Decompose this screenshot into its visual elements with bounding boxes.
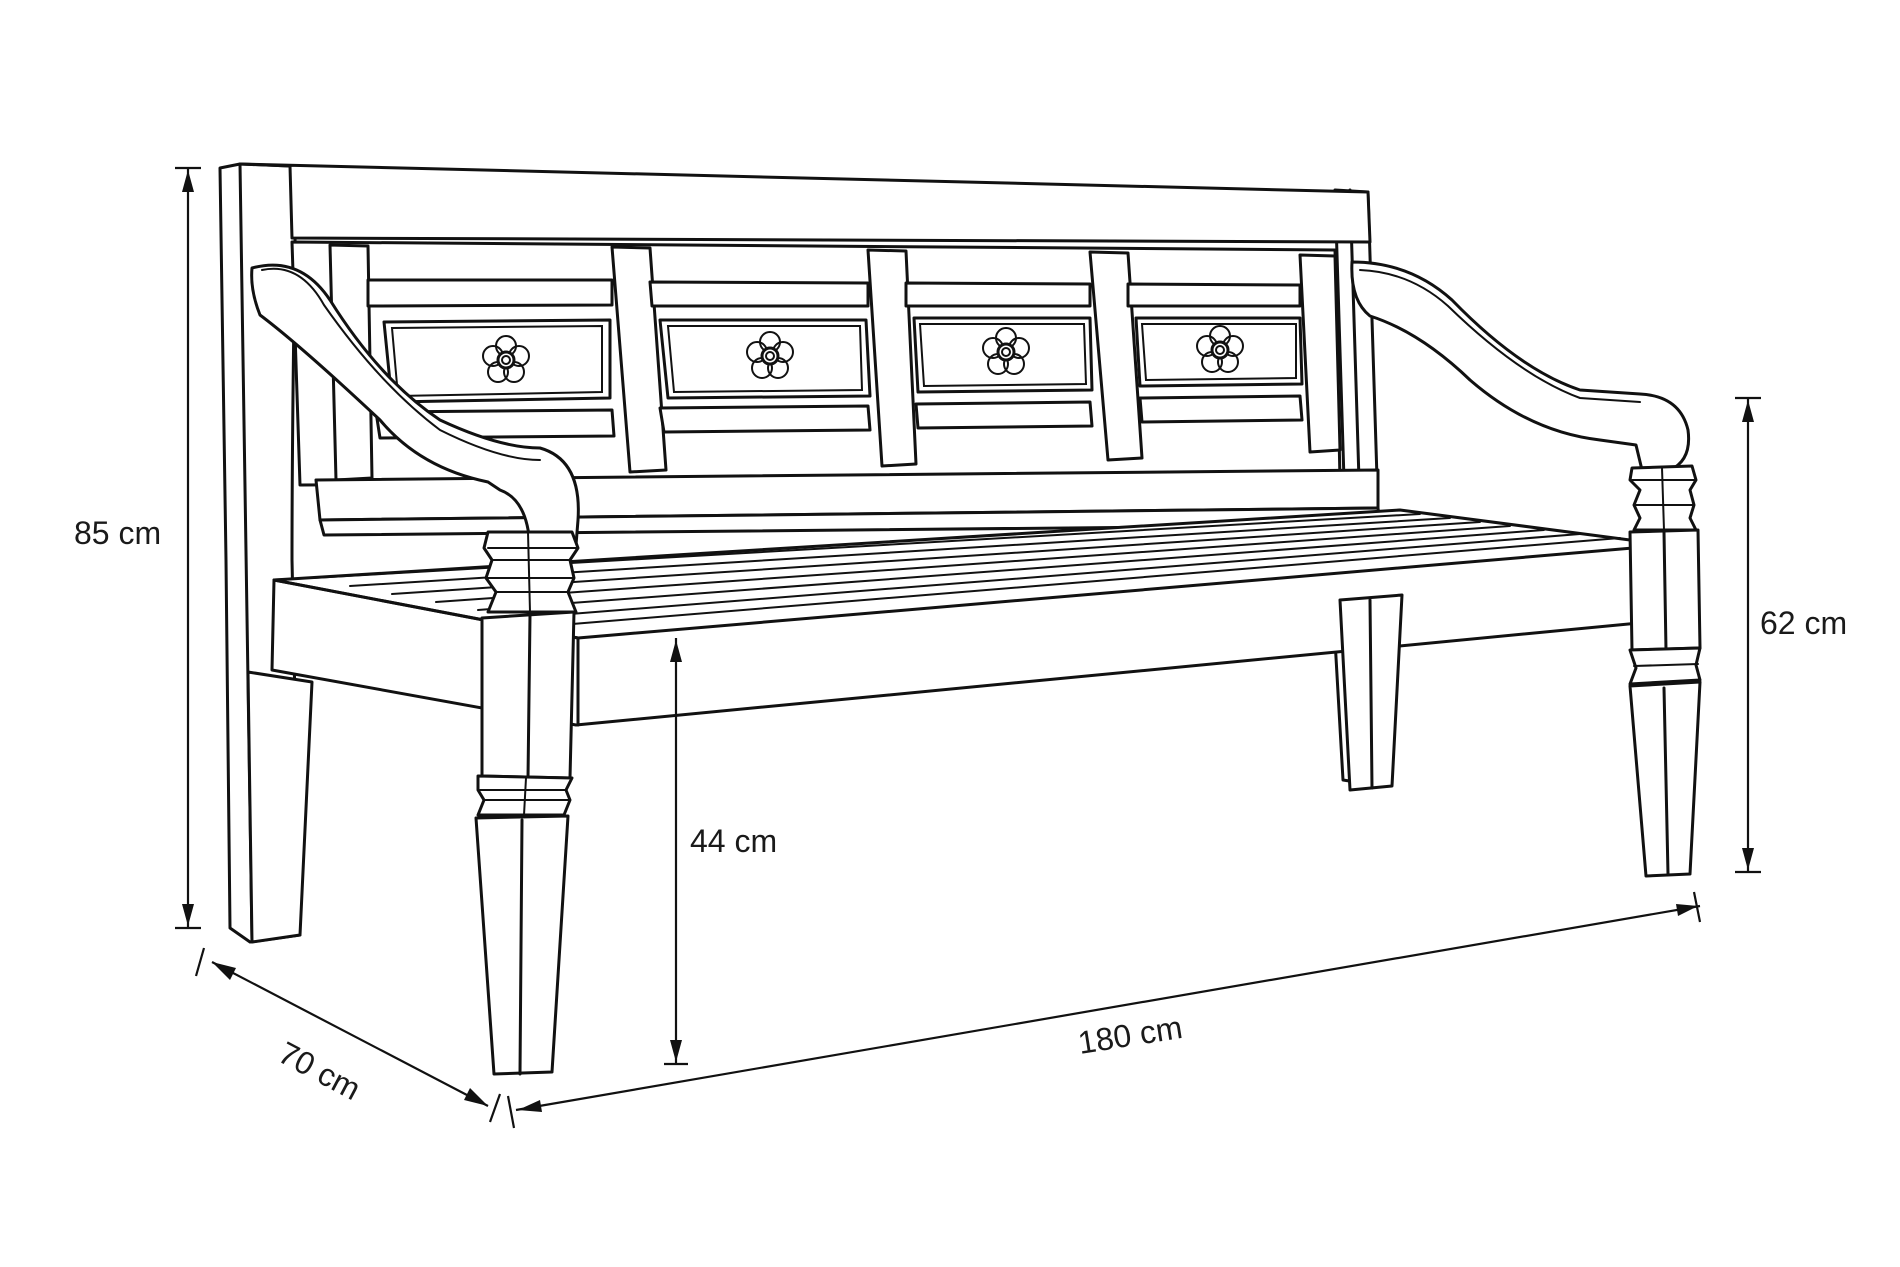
left-armrest xyxy=(250,263,580,550)
arrow-down-icon xyxy=(182,904,194,926)
back-bottom-rail xyxy=(314,468,1382,537)
arrow-up-icon xyxy=(182,170,194,192)
arrow-right-icon xyxy=(1676,904,1698,916)
back-panel-2 xyxy=(658,318,872,400)
back-right-lower-leg xyxy=(1338,593,1404,792)
back-left-lower-leg xyxy=(246,670,314,944)
arrow-up-icon xyxy=(670,640,682,662)
arrow-left-icon xyxy=(212,962,236,980)
front-right-leg xyxy=(1628,464,1702,878)
dimension-width: 180 cm xyxy=(506,891,1702,1129)
dimension-label-width: 180 cm xyxy=(1075,1009,1184,1061)
seat xyxy=(270,508,1672,727)
dimension-depth: 70 cm xyxy=(194,947,502,1123)
dimension-label-seat: 44 cm xyxy=(690,823,777,859)
dimension-label-depth: 70 cm xyxy=(273,1034,367,1107)
dimension-armrest-height: 62 cm xyxy=(1735,396,1847,874)
arrow-down-icon xyxy=(1742,848,1754,870)
back-panel-4 xyxy=(1134,316,1304,388)
right-armrest xyxy=(1350,260,1691,472)
dimension-height-total: 85 cm xyxy=(74,166,201,930)
back-panel-1 xyxy=(382,318,612,404)
bench-drawing xyxy=(218,162,1702,1076)
back-top-rail xyxy=(238,162,1372,244)
arrow-down-icon xyxy=(670,1040,682,1062)
arrow-up-icon xyxy=(1742,400,1754,422)
dimension-seat-height: 44 cm xyxy=(664,638,777,1066)
dimension-label-armrest: 62 cm xyxy=(1760,605,1847,641)
dimension-label-height: 85 cm xyxy=(74,515,161,551)
back-panel-3 xyxy=(912,316,1094,394)
front-left-leg xyxy=(474,530,580,1076)
arrow-right-icon xyxy=(464,1088,488,1106)
arrow-left-icon xyxy=(518,1100,542,1112)
